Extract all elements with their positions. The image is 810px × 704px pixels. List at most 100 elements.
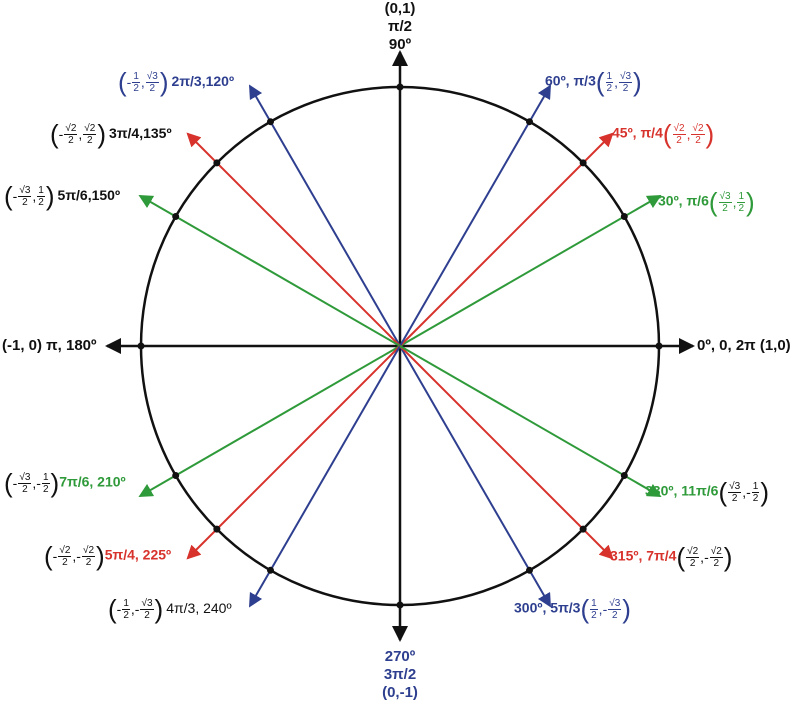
right-label: 0º, 0, 2π (1,0) bbox=[697, 337, 791, 354]
coord-60-x-numerator: 1 bbox=[605, 70, 614, 83]
coord-60-comma: , bbox=[614, 74, 618, 90]
coord-300-x-denominator: 2 bbox=[591, 609, 597, 621]
coord-135-open-paren: ( bbox=[50, 119, 59, 149]
label-45-text: 45º, π/4 bbox=[612, 124, 663, 141]
bottom-deg: 270º bbox=[384, 648, 416, 665]
coord-300-comma: , bbox=[598, 601, 603, 617]
coord-300-y-numerator: √3 bbox=[608, 597, 622, 610]
coord-315-x-numerator: √2 bbox=[686, 545, 700, 558]
coord-225-y-denominator: 2 bbox=[85, 556, 92, 568]
coord-60-y-denominator: 2 bbox=[622, 82, 629, 94]
coord-135-y-numerator: √2 bbox=[83, 122, 97, 135]
ray-150deg bbox=[138, 194, 401, 347]
point-300deg bbox=[526, 566, 533, 574]
label-225-text: 5π/4, 225º bbox=[104, 546, 172, 563]
ray-330deg bbox=[399, 345, 662, 498]
coord-45-y-numerator: √2 bbox=[691, 122, 705, 135]
point-90deg bbox=[396, 83, 404, 91]
coord-60-x-denominator: 2 bbox=[606, 82, 613, 94]
coord-330-comma: , bbox=[742, 484, 747, 500]
coord-135-x-numerator: √2 bbox=[64, 122, 78, 135]
coord-150-x-denominator: 2 bbox=[22, 196, 28, 208]
angle-rays bbox=[138, 84, 662, 608]
point-240deg bbox=[267, 566, 274, 574]
coord-225-x-numerator: √2 bbox=[58, 544, 72, 557]
coord-150-y-numerator: 1 bbox=[37, 184, 45, 197]
coord-240-open-paren: ( bbox=[108, 594, 117, 624]
label-150-text: 5π/6,150º bbox=[57, 186, 121, 203]
coord-315-y-numerator: √2 bbox=[709, 545, 723, 558]
point-0deg bbox=[655, 342, 663, 350]
coord-330-x-denominator: 2 bbox=[731, 492, 738, 504]
coord-120-close-paren: ) bbox=[159, 67, 169, 97]
point-135deg bbox=[213, 159, 221, 167]
coord-60-open-paren: ( bbox=[595, 67, 605, 97]
coord-240-x-sign: - bbox=[116, 601, 122, 617]
ray-60deg bbox=[399, 84, 551, 347]
label-315-text: 315º, 7π/4 bbox=[610, 547, 677, 564]
coord-315-y-sign: - bbox=[704, 549, 709, 565]
coord-150-y-denominator: 2 bbox=[38, 196, 44, 208]
coord-300-y-denominator: 2 bbox=[611, 609, 618, 621]
point-225deg bbox=[213, 525, 221, 533]
ray-30deg bbox=[399, 194, 662, 347]
label-60-text: 60º, π/3 bbox=[545, 72, 596, 89]
coord-210-close-paren: ) bbox=[50, 468, 60, 498]
coord-30-x-numerator: √3 bbox=[718, 190, 732, 203]
left-label: (-1, 0) π, 180º bbox=[2, 337, 97, 354]
coord-315-close-paren: ) bbox=[723, 542, 733, 572]
coord-45-comma: , bbox=[686, 126, 691, 142]
coord-300-y-sign: - bbox=[602, 601, 608, 617]
coord-330-open-paren: ( bbox=[718, 477, 728, 507]
ray-135deg bbox=[186, 132, 401, 347]
coord-45-y-denominator: 2 bbox=[695, 134, 701, 146]
coord-30-x-denominator: 2 bbox=[722, 202, 728, 214]
coord-60-y-numerator: √3 bbox=[618, 70, 633, 83]
label-240-text: 4π/3, 240º bbox=[166, 599, 232, 616]
coord-135-close-paren: ) bbox=[97, 119, 107, 149]
coord-30-y-numerator: 1 bbox=[737, 190, 746, 203]
coord-135-comma: , bbox=[78, 126, 83, 142]
coord-150-close-paren: ) bbox=[45, 181, 55, 211]
point-60deg bbox=[526, 118, 533, 126]
coord-240-x-denominator: 2 bbox=[123, 609, 129, 621]
coord-120-open-paren: ( bbox=[118, 67, 127, 97]
label-330-text: 330º, 11π/6 bbox=[645, 482, 719, 499]
coord-45-x-numerator: √2 bbox=[672, 122, 686, 135]
ray-210deg bbox=[138, 345, 401, 498]
coord-315-y-denominator: 2 bbox=[713, 557, 720, 569]
coord-300-open-paren: ( bbox=[580, 594, 590, 624]
coord-30-close-paren: ) bbox=[746, 187, 755, 217]
label-135-text: 3π/4,135º bbox=[109, 124, 172, 141]
point-120deg bbox=[267, 118, 274, 126]
coord-225-close-paren: ) bbox=[96, 541, 105, 571]
coord-330-y-sign: - bbox=[746, 484, 751, 500]
coord-210-open-paren: ( bbox=[4, 468, 13, 498]
label-120-text: 2π/3,120º bbox=[171, 72, 235, 89]
coord-120-y-denominator: 2 bbox=[149, 82, 156, 94]
coord-240-close-paren: ) bbox=[154, 594, 164, 624]
